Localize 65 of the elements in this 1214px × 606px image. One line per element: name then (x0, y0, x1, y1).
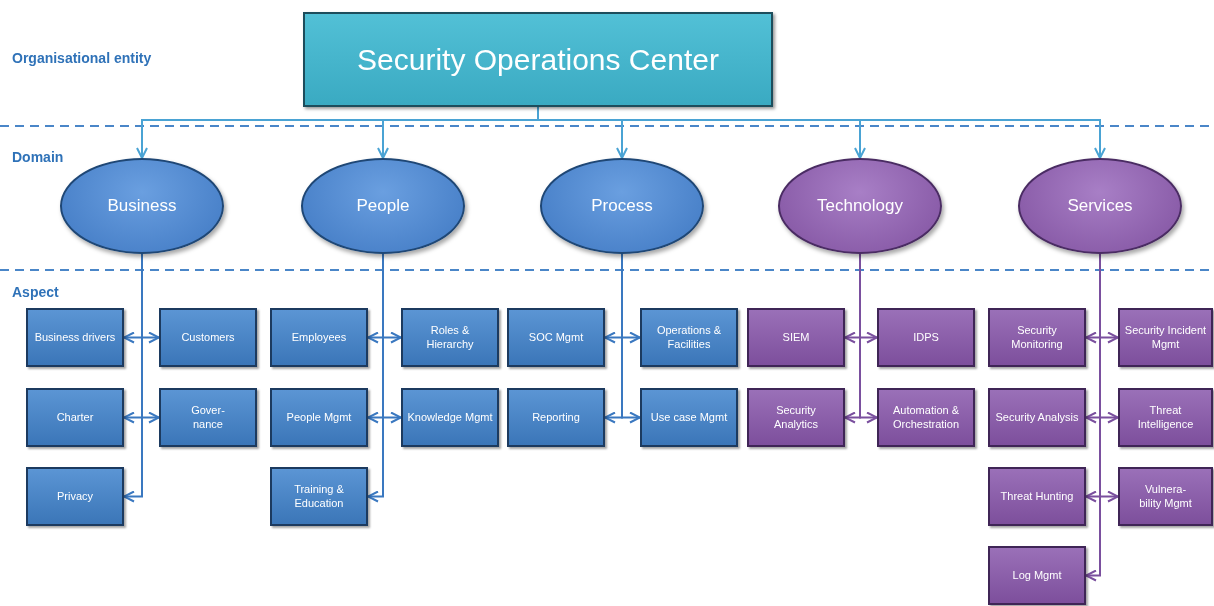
node-label: Reporting (532, 410, 580, 425)
aspect-box (26, 388, 124, 447)
aspect-box (401, 308, 499, 367)
aspect-box (270, 388, 368, 447)
node-label: People (356, 195, 410, 217)
level-label: Organisational entity (12, 50, 152, 66)
aspect-box (159, 308, 257, 367)
aspect-box (988, 467, 1086, 526)
connector-arrow (367, 253, 384, 503)
aspect-box (747, 388, 845, 447)
node-label: Roles & Hierarchy (425, 324, 475, 351)
node-label: Log Mgmt (1012, 568, 1062, 583)
node-label: Customers (181, 330, 235, 345)
node-label: IDPS (913, 330, 939, 345)
aspect-box (26, 467, 124, 526)
node-label: Gover- nance (190, 404, 226, 431)
node-label: Use case Mgmt (650, 410, 728, 425)
aspect-box (988, 388, 1086, 447)
node-label: Business (107, 195, 177, 217)
node-label: Training & Education (293, 483, 345, 510)
connector-arrow (859, 253, 878, 424)
aspect-box (640, 388, 738, 447)
aspect-box (747, 308, 845, 367)
node-label: SIEM (782, 330, 810, 345)
node-label: Threat Intelligence (1136, 404, 1195, 431)
aspect-box (270, 467, 368, 526)
node-label: Operations & Facilities (655, 324, 723, 351)
aspect-box (1118, 308, 1213, 367)
node-label: Services (1067, 195, 1133, 217)
node-label: Process (591, 195, 653, 217)
aspect-box (877, 308, 975, 367)
node-label: Automation & Orchestration (891, 404, 960, 431)
aspect-box (988, 546, 1086, 605)
node-label: Threat Hunting (1000, 489, 1074, 504)
node-label: Technology (817, 195, 903, 217)
connector-arrow (1085, 253, 1101, 582)
aspect-box (1118, 467, 1213, 526)
node-label: SOC Mgmt (528, 330, 584, 345)
aspect-box (877, 388, 975, 447)
node-label: Security Monitoring (1010, 324, 1064, 351)
node-label: Knowledge Mgmt (407, 410, 493, 425)
connector-arrow (123, 253, 143, 503)
node-label: Security Analysis (995, 410, 1079, 425)
level-label: Domain (12, 149, 64, 165)
aspect-box (270, 308, 368, 367)
aspect-box (1118, 388, 1213, 447)
node-label: Employees (291, 330, 347, 345)
aspect-box (640, 308, 738, 367)
aspect-box (26, 308, 124, 367)
aspect-box (507, 388, 605, 447)
node-label: Security Operations Center (357, 41, 719, 78)
aspect-box (988, 308, 1086, 367)
node-label: Security Incident Mgmt (1124, 324, 1207, 351)
aspect-box (401, 388, 499, 447)
node-label: Security Analytics (773, 404, 819, 431)
aspect-box (507, 308, 605, 367)
level-label: Aspect (12, 284, 59, 300)
node-label: Business drivers (34, 330, 116, 345)
node-label: Charter (56, 410, 94, 425)
aspect-box (159, 388, 257, 447)
entity-box (303, 12, 773, 107)
node-label: Vulnera- bility Mgmt (1138, 483, 1193, 510)
node-label: People Mgmt (286, 410, 352, 425)
node-label: Privacy (56, 489, 94, 504)
connector-arrow (621, 253, 641, 424)
